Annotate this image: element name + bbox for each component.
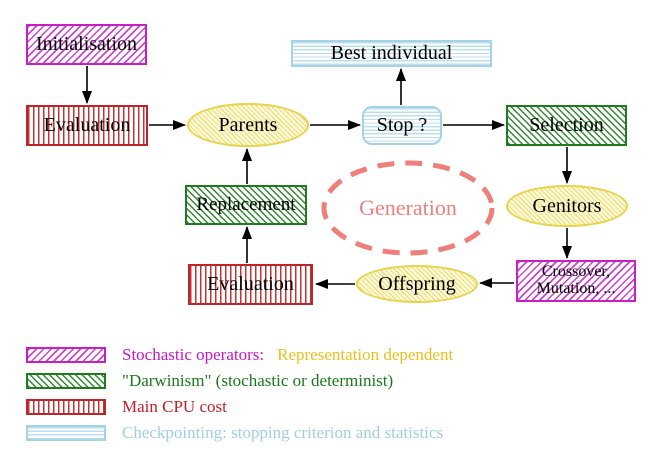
node-initialisation: Initialisation xyxy=(26,24,147,65)
legend-item-darwinism: "Darwinism" (stochastic or determinist) xyxy=(122,371,394,390)
node-evaluation-top-label: Evaluation xyxy=(43,114,131,136)
node-genitors: Genitors xyxy=(506,185,628,227)
node-selection-label: Selection xyxy=(529,114,604,136)
legend-representation-text: Representation dependent xyxy=(277,345,454,364)
node-crossover-mutation: Crossover, Mutation, ... xyxy=(516,260,636,302)
node-offspring-label: Offspring xyxy=(378,272,456,295)
node-parents-label: Parents xyxy=(218,113,278,136)
legend-swatch-checkpointing xyxy=(26,425,106,441)
node-genitors-label: Genitors xyxy=(532,194,602,217)
legend-item-stochastic: Stochastic operators: Representation depe… xyxy=(122,345,453,365)
node-offspring: Offspring xyxy=(356,265,478,303)
legend-stochastic-text: Stochastic operators: xyxy=(122,345,265,364)
node-selection: Selection xyxy=(506,105,627,146)
node-evaluation-bottom-label: Evaluation xyxy=(207,273,294,295)
legend-swatch-stochastic xyxy=(26,347,106,363)
node-replacement-label: Replacement xyxy=(196,194,296,216)
legend-swatch-cpu xyxy=(26,399,106,415)
generation-label: Generation xyxy=(359,195,457,220)
node-initialisation-label: Initialisation xyxy=(35,33,138,55)
node-evaluation-bottom: Evaluation xyxy=(188,264,313,305)
node-crossover-label: Crossover, xyxy=(541,263,611,281)
node-best-individual: Best individual xyxy=(291,40,492,67)
node-mutation-label: Mutation, ... xyxy=(536,280,616,297)
node-stop: Stop ? xyxy=(362,106,442,145)
legend-item-checkpointing: Checkpointing: stopping criterion and st… xyxy=(122,423,444,442)
node-best-individual-label: Best individual xyxy=(330,42,453,64)
node-replacement: Replacement xyxy=(185,185,307,225)
node-evaluation-top: Evaluation xyxy=(26,105,148,146)
legend-item-cpu: Main CPU cost xyxy=(122,397,227,416)
generation-loop-ellipse xyxy=(321,160,495,256)
node-stop-label: Stop ? xyxy=(376,114,428,136)
legend-swatch-darwinism xyxy=(26,373,106,389)
node-parents: Parents xyxy=(187,103,309,147)
